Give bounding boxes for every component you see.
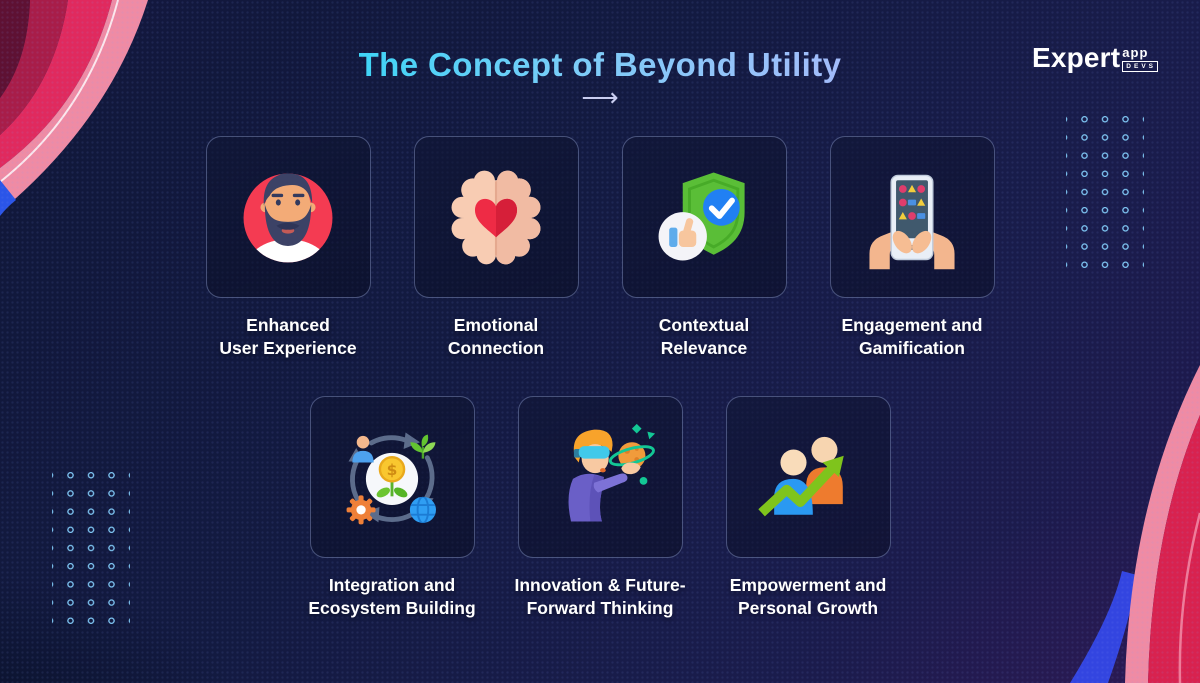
svg-text:$: $ <box>387 461 398 479</box>
card-box: $ <box>309 396 475 558</box>
card-label: Contextual Relevance <box>658 315 750 358</box>
right-arrow-icon: ⟶ <box>581 82 619 112</box>
card-label: Emotional Connection <box>447 315 545 358</box>
card-label: Innovation & Future- Forward Thinking <box>514 575 686 618</box>
corner-decoration-top-left <box>0 0 148 216</box>
card-contextual-relevance: Contextual Relevance <box>621 136 787 360</box>
card-integration-ecosystem: $ <box>308 396 476 620</box>
card-label: Empowerment and Personal Growth <box>729 575 887 618</box>
card-label: Enhanced User Experience <box>219 315 357 358</box>
dot-grid-bottom-left <box>52 468 130 628</box>
card-empowerment-growth: Empowerment and Personal Growth <box>725 396 891 620</box>
card-box <box>205 136 371 298</box>
dot-grid-top-right <box>1066 112 1144 272</box>
card-enhanced-user-experience: Enhanced User Experience <box>205 136 371 360</box>
brand-logo-stack: app DEVS <box>1122 45 1158 72</box>
card-innovation-thinking: Innovation & Future- Forward Thinking <box>514 396 686 620</box>
card-box <box>725 396 891 558</box>
brand-logo-devs: DEVS <box>1122 61 1158 72</box>
avatar-icon <box>243 173 333 263</box>
card-box <box>413 136 579 298</box>
ecosystem-icon: $ <box>346 432 436 525</box>
card-box <box>829 136 995 298</box>
brand-logo-primary: Expert <box>1031 42 1121 73</box>
cards-row-bottom: $ <box>0 396 1200 620</box>
tablet-hands-icon <box>869 174 955 270</box>
card-emotional-connection: Emotional Connection <box>413 136 579 360</box>
page-title: The Concept of Beyond Utility <box>358 46 842 83</box>
cards-row-top: Enhanced User Experience <box>0 136 1200 360</box>
card-engagement-gamification: Engagement and Gamification <box>829 136 995 360</box>
brand-logo: Expert app DEVS <box>1032 44 1158 72</box>
brand-logo-app: app <box>1122 45 1149 60</box>
card-label: Integration and Ecosystem Building <box>308 575 476 618</box>
corner-decoration-bottom-right <box>1070 365 1200 683</box>
vr-innovation-icon <box>568 423 656 522</box>
shield-check-icon <box>658 172 745 261</box>
card-label: Engagement and Gamification <box>841 315 983 358</box>
header: The Concept of Beyond Utility ⟶ <box>0 0 1200 110</box>
card-box <box>621 136 787 298</box>
card-box <box>517 396 683 558</box>
growth-arrow-icon <box>758 436 844 517</box>
brain-heart-icon <box>451 170 541 265</box>
